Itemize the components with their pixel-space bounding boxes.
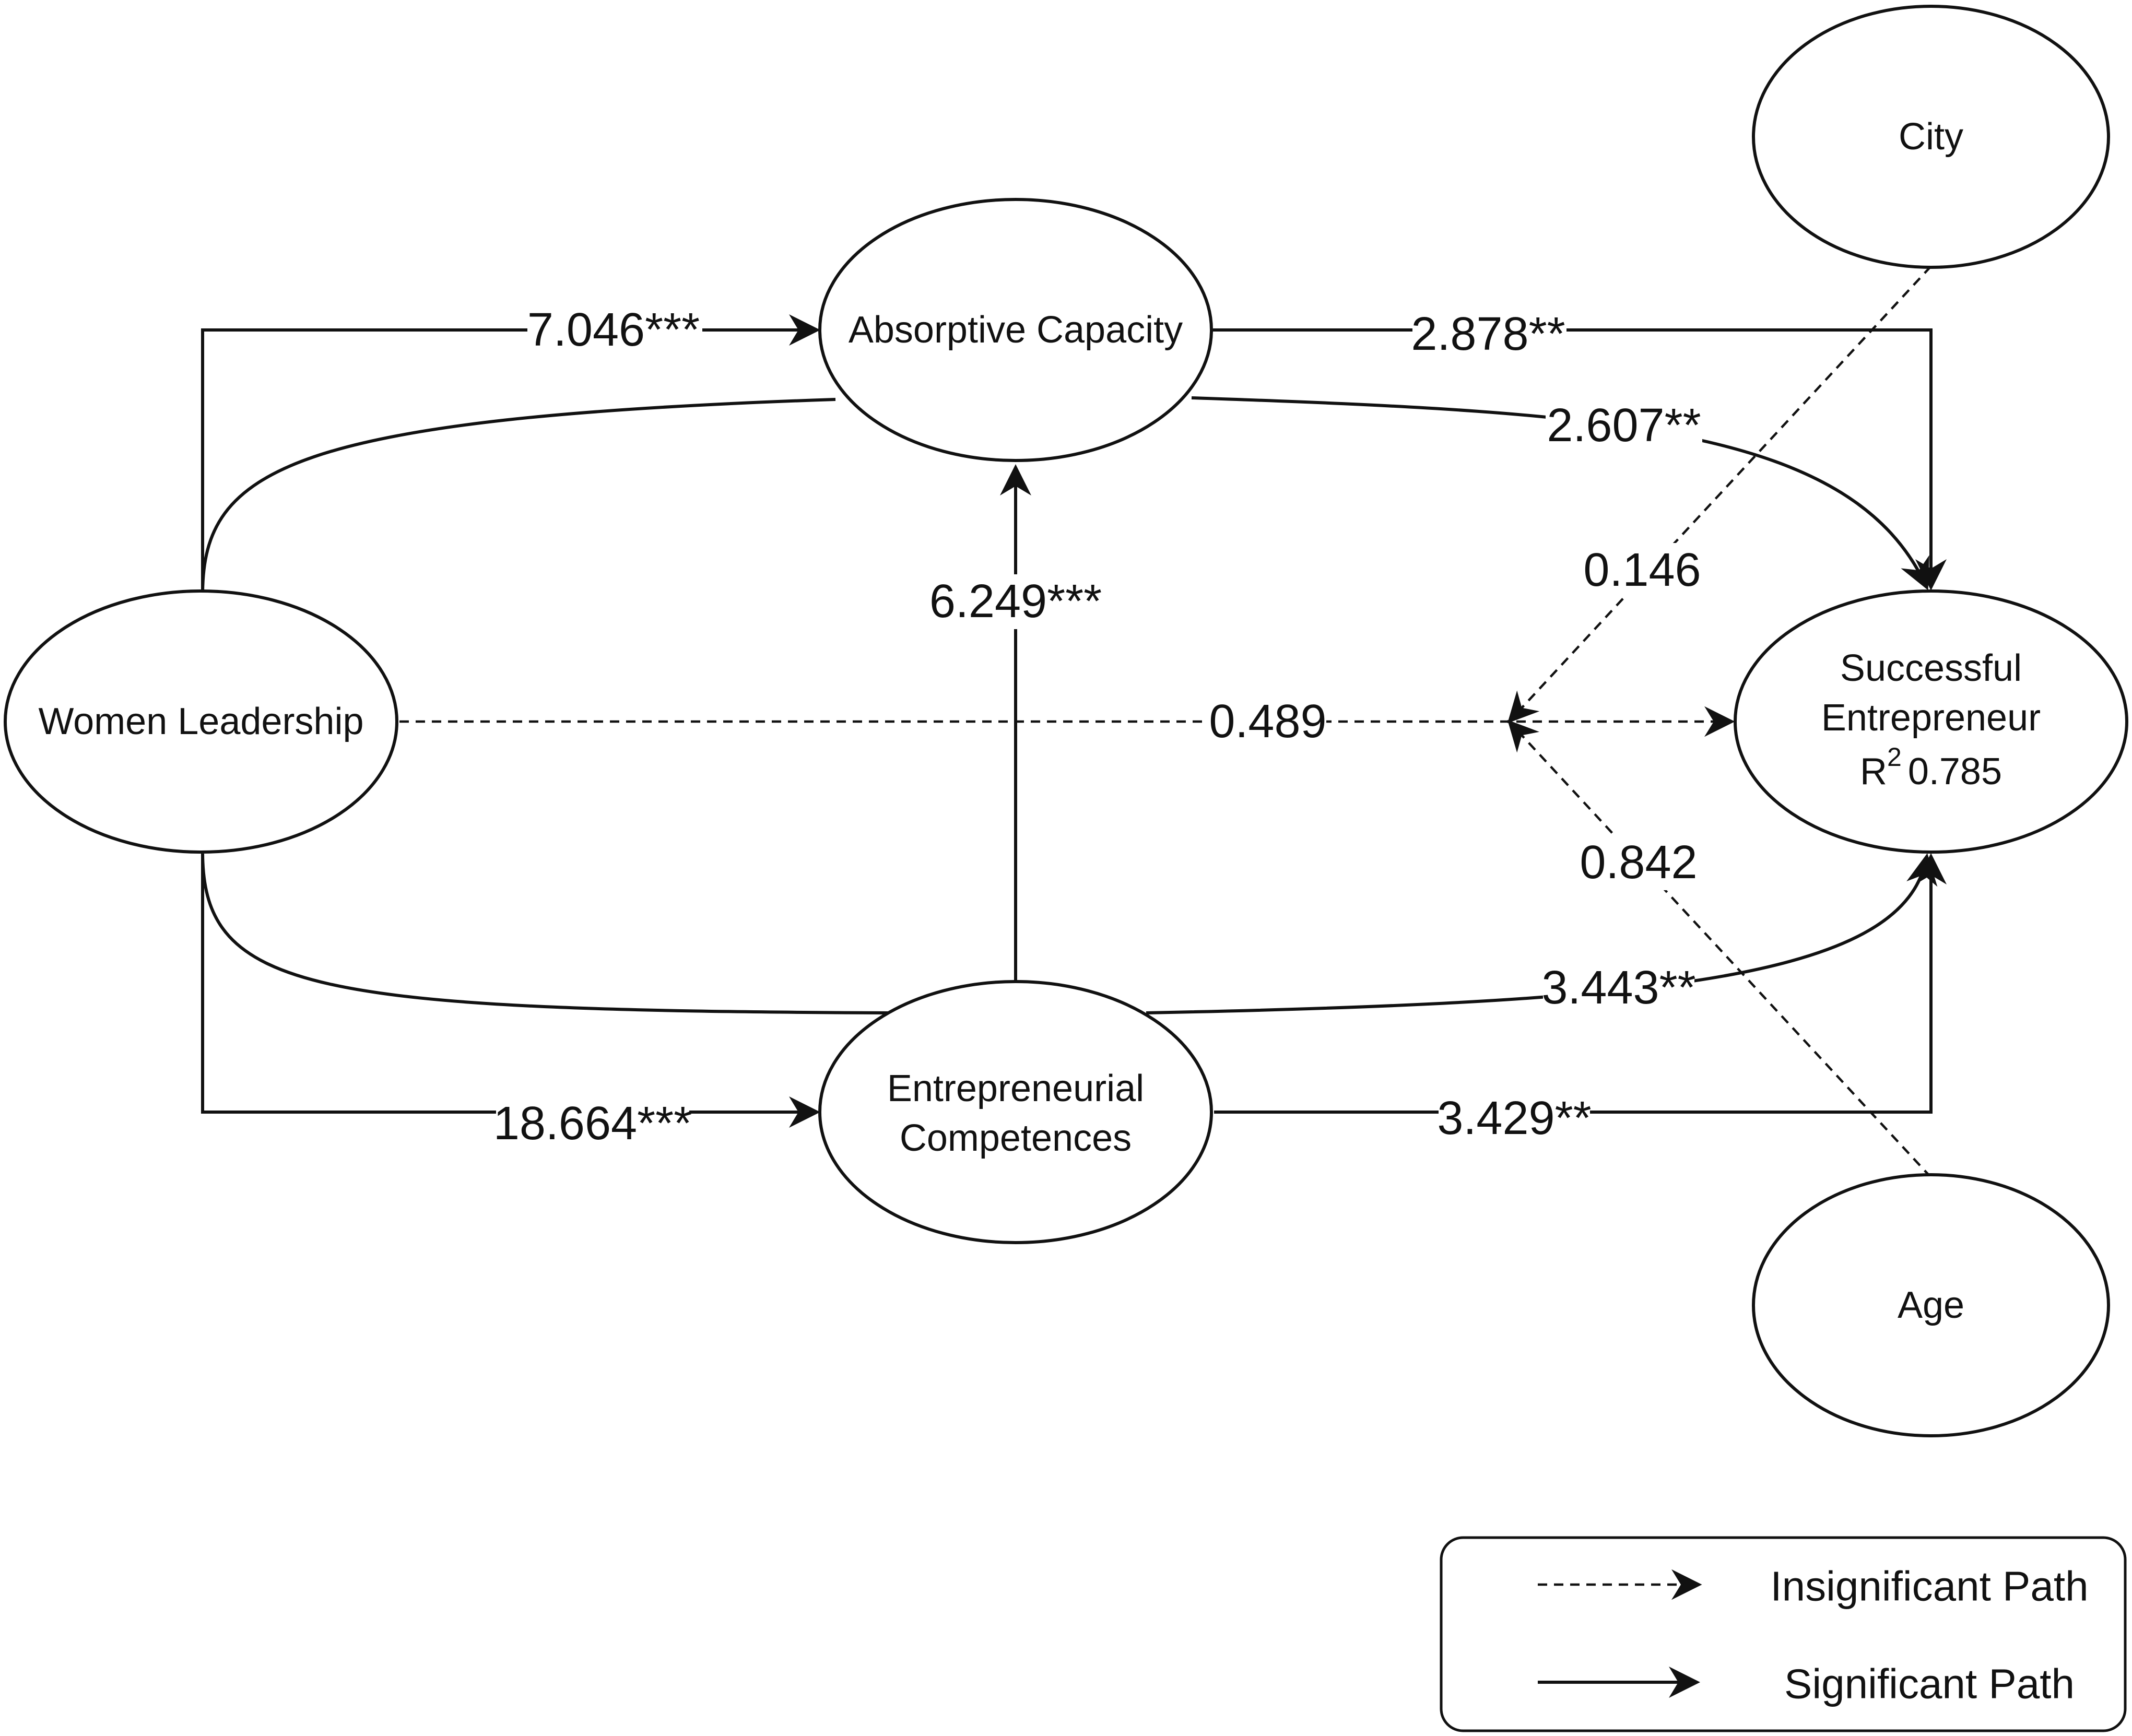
svg-text:Insignificant Path: Insignificant Path — [1770, 1563, 2088, 1610]
node-age: Age — [1752, 1173, 2110, 1437]
svg-text:Absorptive Capacity: Absorptive Capacity — [849, 309, 1183, 351]
node-women-leadership: Women Leadership — [4, 589, 398, 854]
svg-text:0.146: 0.146 — [1583, 544, 1701, 596]
svg-text:Women Leadership: Women Leadership — [38, 701, 363, 742]
edge-wl-to-ec — [201, 854, 820, 1128]
edge-wl-ec-curve — [201, 853, 888, 1014]
edge-age-moderation — [1507, 719, 1932, 1178]
svg-text:Significant Path: Significant Path — [1784, 1661, 2075, 1707]
path-label-ec-to-ac: 6.249*** — [929, 574, 1102, 629]
path-label-ac-to-se: 2.878** — [1411, 303, 1566, 360]
svg-text:2.607**: 2.607** — [1547, 399, 1701, 452]
legend: Insignificant Path Significant Path — [1440, 1536, 2127, 1732]
svg-text:3.429**: 3.429** — [1437, 1092, 1591, 1144]
svg-text:Entrepreneur: Entrepreneur — [1821, 697, 2041, 739]
svg-text:Entrepreneurial: Entrepreneurial — [887, 1068, 1144, 1109]
svg-text:3.443**: 3.443** — [1541, 962, 1695, 1014]
svg-text:Successful: Successful — [1840, 647, 2022, 689]
edge-ac-to-se — [1213, 328, 1947, 591]
svg-text:2.878**: 2.878** — [1411, 308, 1565, 360]
node-city: City — [1752, 5, 2110, 269]
edge-city-moderation — [1507, 265, 1932, 724]
svg-text:18.664***: 18.664*** — [493, 1097, 692, 1150]
node-absorptive-capacity: Absorptive Capacity — [818, 198, 1213, 462]
path-label-age-moderation: 0.842 — [1580, 835, 1698, 890]
svg-text:0.842: 0.842 — [1580, 836, 1697, 889]
svg-text:0.489: 0.489 — [1209, 695, 1326, 748]
path-label-wl-to-ac: 7.046*** — [527, 303, 702, 358]
node-entrepreneurial-competences: Entrepreneurial Competences — [818, 980, 1213, 1244]
path-label-ac-curve-to-se: 2.607** — [1546, 398, 1702, 453]
path-label-wl-to-se: 0.489 — [1209, 694, 1327, 749]
svg-text:Competences: Competences — [900, 1117, 1132, 1159]
edge-wl-ac-curve — [201, 398, 836, 593]
svg-text:6.249***: 6.249*** — [929, 575, 1102, 628]
svg-text:City: City — [1899, 116, 1963, 158]
path-label-ec-to-se: 3.429** — [1437, 1091, 1592, 1146]
legend-item-significant: Significant Path — [1538, 1661, 2075, 1707]
path-label-city-moderation: 0.146 — [1583, 543, 1701, 598]
svg-text:7.046***: 7.046*** — [527, 304, 700, 356]
edge-ec-curve-to-se — [1146, 853, 1938, 1014]
edge-wl-to-ac — [201, 314, 820, 593]
legend-item-insignificant: Insignificant Path — [1538, 1563, 2089, 1610]
svg-text:Age: Age — [1898, 1284, 1964, 1326]
path-label-ec-curve-to-se: 3.443** — [1541, 961, 1696, 1015]
path-label-wl-to-ec: 18.664*** — [493, 1096, 692, 1151]
